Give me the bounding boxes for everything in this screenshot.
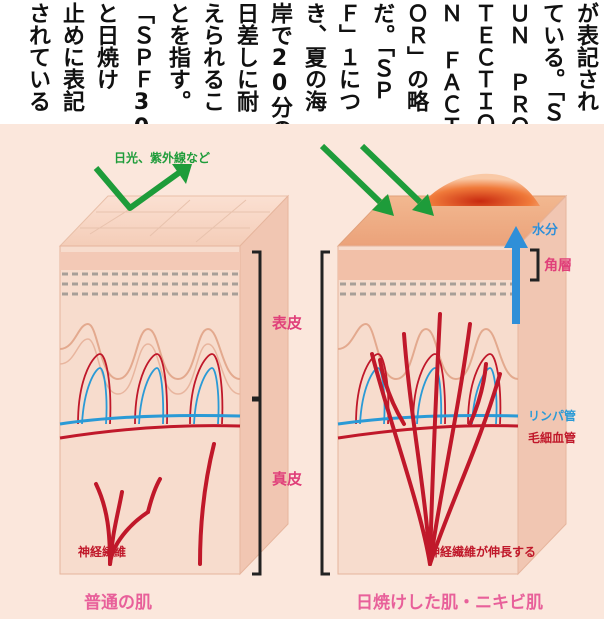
article-column-7: だ。「ＳＰ <box>369 2 394 101</box>
sunlight-rays <box>319 143 423 205</box>
sunburned-nerve-label: 神経繊維が伸長する <box>428 544 536 559</box>
article-column-17: されている <box>25 2 50 112</box>
article-column-16: 止めに表記 <box>59 2 84 112</box>
capillary-label: 毛細血管 <box>528 430 576 445</box>
article-column-6: ＯＲ」の略 <box>403 2 428 112</box>
sunlight-arrow-head-icon <box>172 164 192 184</box>
sunburned-stratum-band <box>338 250 518 280</box>
sunlight-ray-head-2-icon <box>412 194 434 216</box>
sunburned-skin-side-face <box>517 194 567 576</box>
article-column-12: えられるこ <box>199 2 224 112</box>
article-column-1: が表記され <box>573 2 598 112</box>
stratum-label: 角層 <box>544 257 572 274</box>
sunlight-ray-head-1-icon <box>372 194 394 216</box>
sunlight-label: 日光、紫外線など <box>114 150 210 165</box>
normal-epidermis-wave <box>59 322 241 381</box>
sunburned-skin-block: 水分 角層 リンパ管 毛細血管 神経繊維が伸長する 日焼けした肌・ニキビ肌 <box>319 143 576 613</box>
water-label: 水分 <box>532 222 558 238</box>
article-column-11: 日差しに耐 <box>233 2 258 112</box>
normal-skin-block: 表皮 真皮 神経繊維 日光、紫外線など 普通の肌 <box>58 150 302 613</box>
normal-papillae-loops <box>77 353 224 425</box>
sunburned-skin-caption: 日焼けした肌・ニキビ肌 <box>356 592 543 613</box>
skin-diagram-svg: 表皮 真皮 神経繊維 日光、紫外線など 普通の肌 <box>58 143 576 613</box>
water-arrow-icon <box>504 226 528 248</box>
epidermis-label: 表皮 <box>272 314 302 332</box>
normal-skin-side-face <box>239 194 289 576</box>
article-column-4: ＴＥＣＴＩＯ <box>471 2 496 134</box>
normal-epidermis-bracket <box>252 250 262 400</box>
sunburned-papillae-loops <box>355 353 502 425</box>
sunburned-nerve-fibers <box>370 312 502 566</box>
lymph-label: リンパ管 <box>528 408 576 423</box>
article-column-13: とを指す。 <box>165 2 190 112</box>
article-column-10: 岸で20分の <box>267 2 292 140</box>
article-column-5: Ｎ ＦＡＣＴ <box>437 2 462 137</box>
article-column-15: と日焼け <box>93 2 118 90</box>
skin-diagram-panel: 表皮 真皮 神経繊維 日光、紫外線など 普通の肌 <box>0 124 604 619</box>
normal-epidermis-wave-2 <box>59 338 241 395</box>
article-column-3: ＵＮ ＰＲＯ <box>505 2 530 137</box>
normal-nerve-label: 神経繊維 <box>78 544 126 559</box>
sunburned-epidermis-wave <box>337 322 519 381</box>
article-text-block: が表記され ている。「Ｓ ＵＮ ＰＲＯ ＴＥＣＴＩＯ Ｎ ＦＡＣＴ ＯＲ」の略 … <box>0 0 604 162</box>
dermis-label: 真皮 <box>272 470 302 488</box>
normal-stratum-band <box>60 252 240 270</box>
normal-skin-front-face <box>59 245 241 575</box>
acne-bump <box>420 173 540 206</box>
stratum-bracket <box>530 248 540 282</box>
article-column-8: Ｆ」１につ <box>335 2 360 112</box>
sunlight-arrow-icon <box>93 166 182 211</box>
article-column-2: ている。「Ｓ <box>539 2 564 123</box>
normal-skin-caption: 普通の肌 <box>84 592 152 613</box>
normal-lymph-vessel <box>59 413 241 426</box>
normal-nerve-fibers <box>94 442 216 566</box>
normal-dermis-bracket <box>252 398 262 576</box>
sunburned-left-bracket <box>320 250 330 576</box>
normal-capillary-vessel <box>59 424 241 440</box>
sunburned-capillary-vessel <box>337 424 519 440</box>
article-column-9: き、夏の海 <box>301 2 326 112</box>
